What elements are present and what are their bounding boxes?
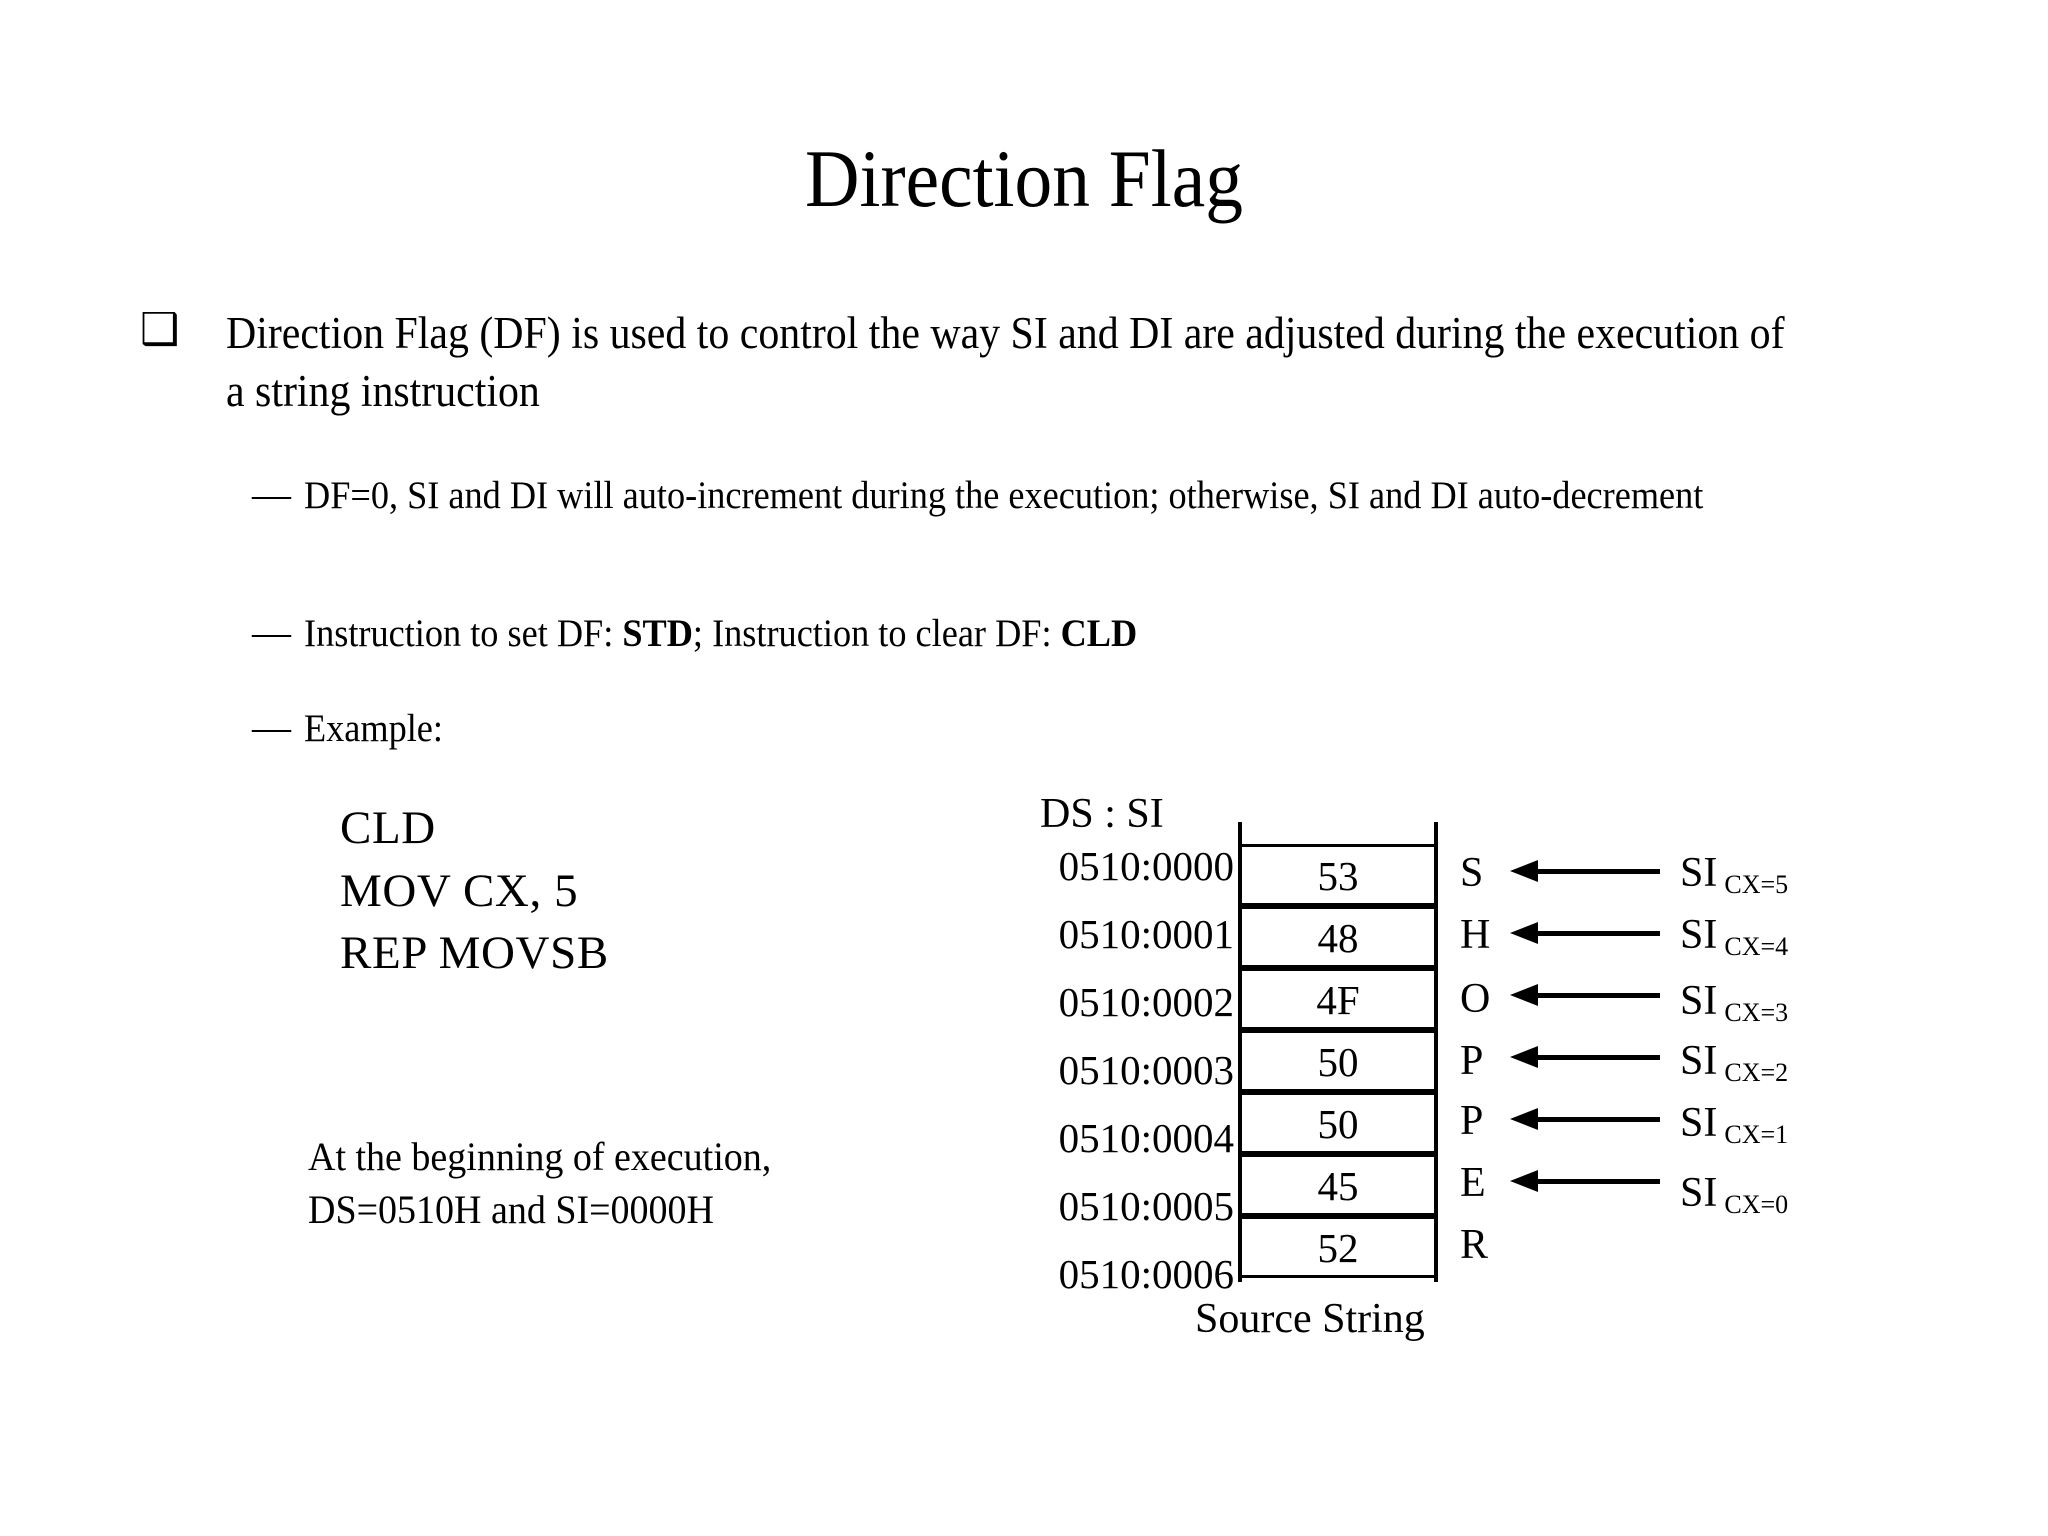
memory-address: 0510:0004 xyxy=(1058,1115,1234,1161)
left-arrow-icon xyxy=(1510,982,1660,1008)
left-arrow-icon xyxy=(1510,1106,1660,1132)
note-line: At the beginning of execution, xyxy=(308,1134,772,1179)
si-text: SI xyxy=(1680,978,1718,1024)
string-character: R xyxy=(1460,1222,1489,1268)
memory-address: 0510:0003 xyxy=(1058,1047,1234,1093)
code-line: CLD xyxy=(340,802,436,854)
si-text: SI xyxy=(1680,912,1718,958)
bullet-item-label: Direction Flag (DF) is used to control t… xyxy=(226,308,1785,416)
bullet-item-direction-flag: ❑ Direction Flag (DF) is used to control… xyxy=(140,305,1930,420)
em-dash-icon: — xyxy=(252,706,291,749)
em-dash-icon: — xyxy=(252,611,291,654)
si-text: SI xyxy=(1680,1038,1718,1084)
sub-bullet-label: Example: xyxy=(304,707,443,750)
string-character: H xyxy=(1460,912,1491,958)
clear-df-prefix: ; Instruction to clear DF: xyxy=(692,612,1061,655)
sub-bullet-label: Instruction to set DF: STD; Instruction … xyxy=(304,608,1855,660)
string-character: O xyxy=(1460,976,1491,1022)
square-bullet-icon: ❑ xyxy=(140,305,180,354)
memory-cell-value: 48 xyxy=(1317,915,1359,961)
string-character: E xyxy=(1460,1160,1486,1206)
set-df-prefix: Instruction to set DF: xyxy=(304,612,623,655)
em-dash-icon: — xyxy=(252,473,291,516)
memory-address: 0510:0006 xyxy=(1058,1251,1234,1297)
memory-cell: 4F xyxy=(1242,968,1434,1030)
memory-address: 0510:0002 xyxy=(1058,979,1234,1025)
memory-cell-value: 53 xyxy=(1317,853,1359,899)
memory-cell-value: 50 xyxy=(1317,1101,1359,1147)
code-line: MOV CX, 5 xyxy=(340,864,579,917)
si-text: SI xyxy=(1680,850,1718,896)
memory-address: 0510:0005 xyxy=(1058,1183,1234,1229)
address-column: 0510:0000 0510:0001 0510:0002 0510:0003 … xyxy=(1020,790,1235,1297)
memory-cell: 53 xyxy=(1242,844,1434,906)
cld-instruction: CLD xyxy=(1060,612,1138,655)
code-listing: CLD MOV CX, 5 REP MOVSB xyxy=(340,797,609,985)
left-arrow-icon xyxy=(1510,920,1660,946)
page-title: Direction Flag xyxy=(805,133,1243,224)
memory-address: 0510:0000 xyxy=(1058,843,1234,889)
si-text: SI xyxy=(1680,1170,1718,1216)
memory-cell-value: 45 xyxy=(1317,1163,1359,1209)
memory-cell-value: 50 xyxy=(1317,1039,1359,1085)
cx-subscript: CX=1 xyxy=(1724,1120,1789,1150)
left-arrow-icon xyxy=(1510,858,1660,884)
left-arrow-icon xyxy=(1510,1168,1660,1194)
execution-note: At the beginning of execution, DS=0510H … xyxy=(308,1130,771,1236)
code-line: REP MOVSB xyxy=(340,927,609,979)
left-arrow-icon xyxy=(1510,1044,1660,1070)
memory-cell: 52 xyxy=(1242,1216,1434,1278)
memory-column-right-rule xyxy=(1434,822,1438,1282)
std-instruction: STD xyxy=(622,612,693,655)
memory-cell-value: 52 xyxy=(1317,1225,1359,1271)
sub-bullet-example: — Example: xyxy=(252,703,1972,755)
diagram-caption: Source String xyxy=(1195,1296,1425,1342)
cx-subscript: CX=5 xyxy=(1724,870,1789,900)
sub-bullet-label: DF=0, SI and DI will auto-increment duri… xyxy=(304,474,1704,517)
memory-cell: 50 xyxy=(1242,1030,1434,1092)
cx-subscript: CX=4 xyxy=(1724,932,1789,962)
string-character: P xyxy=(1460,1038,1484,1084)
memory-column-left-rule xyxy=(1238,822,1242,1282)
memory-cell: 48 xyxy=(1242,906,1434,968)
memory-cell-value: 4F xyxy=(1316,977,1360,1023)
cx-subscript: CX=2 xyxy=(1724,1058,1789,1088)
ds-si-header: DS : SI xyxy=(1040,791,1164,837)
cx-subscript: CX=3 xyxy=(1724,998,1789,1028)
string-character: S xyxy=(1460,850,1484,896)
sub-bullet-df-zero: — DF=0, SI and DI will auto-increment du… xyxy=(252,470,1972,522)
memory-cell: 50 xyxy=(1242,1092,1434,1154)
note-line: DS=0510H and SI=0000H xyxy=(308,1187,714,1233)
string-character: P xyxy=(1460,1098,1484,1144)
si-text: SI xyxy=(1680,1100,1718,1146)
sub-bullet-std-cld: — Instruction to set DF: STD; Instructio… xyxy=(252,608,1972,660)
cx-subscript: CX=0 xyxy=(1724,1190,1789,1220)
memory-cell: 45 xyxy=(1242,1154,1434,1216)
memory-address: 0510:0001 xyxy=(1058,911,1234,957)
